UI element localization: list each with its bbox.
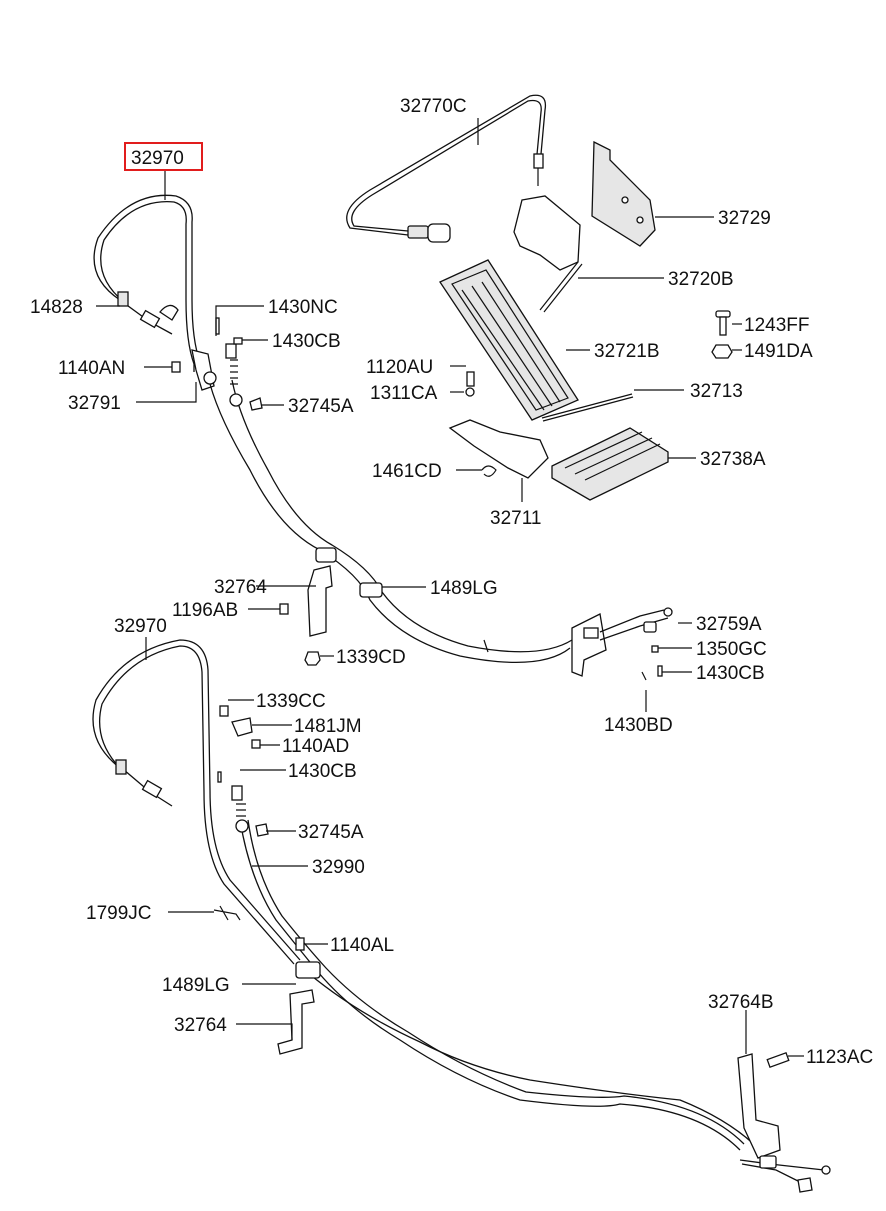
bracket-32764-lower <box>277 989 315 1055</box>
pedal-hinge-bracket-32711 <box>448 371 549 479</box>
cable-clip-upper <box>315 547 383 598</box>
rear-cable-ends <box>739 1155 831 1193</box>
pedal-pin-32713 <box>541 393 634 422</box>
label-1430BD[interactable]: 1430BD <box>604 715 673 736</box>
label-1430CB-1[interactable]: 1430CB <box>272 331 341 352</box>
label-1430CB-3[interactable]: 1430CB <box>288 761 357 782</box>
parking-brake-cable-upper-32970 <box>93 194 201 372</box>
part-labels: 32970 32770C 32729 32720B 14828 1430NC 1… <box>30 96 873 1068</box>
accelerator-pedal-pad-32721B <box>439 259 579 421</box>
label-32745A-2[interactable]: 32745A <box>298 822 364 843</box>
cable-clip-lower <box>295 961 321 979</box>
pedal-arm-32720B <box>513 195 583 313</box>
label-1140AL[interactable]: 1140AL <box>330 935 394 956</box>
equalizer-32759A <box>571 607 673 677</box>
equalizer-cable-run-upper <box>209 343 573 663</box>
bracket-32764-upper <box>307 565 333 637</box>
small-hardware-lower <box>213 705 790 1069</box>
label-32990[interactable]: 32990 <box>312 857 365 878</box>
label-14828[interactable]: 14828 <box>30 297 83 318</box>
label-1430CB-2[interactable]: 1430CB <box>696 663 765 684</box>
label-1140AN[interactable]: 1140AN <box>58 358 125 379</box>
label-1311CA[interactable]: 1311CA <box>370 383 438 404</box>
label-32729[interactable]: 32729 <box>718 208 771 229</box>
label-32970-mid[interactable]: 32970 <box>114 616 167 637</box>
label-32738A[interactable]: 32738A <box>700 449 766 470</box>
label-32764-2[interactable]: 32764 <box>174 1015 227 1036</box>
label-32970-top[interactable]: 32970 <box>131 148 184 169</box>
label-32791[interactable]: 32791 <box>68 393 121 414</box>
label-1489LG-2[interactable]: 1489LG <box>162 975 230 996</box>
equalizer-cable-run-lower <box>231 785 761 1151</box>
label-1481JM[interactable]: 1481JM <box>294 716 362 737</box>
accelerator-cable-32770C <box>346 94 547 243</box>
bracket-32764B <box>737 1053 781 1159</box>
parking-brake-cable-lower-32970 <box>92 639 301 965</box>
label-1123AC[interactable]: 1123AC <box>806 1047 873 1068</box>
label-32759A[interactable]: 32759A <box>696 614 762 635</box>
label-1430NC[interactable]: 1430NC <box>268 297 338 318</box>
pedal-bracket-32729 <box>591 140 656 247</box>
label-1350GC[interactable]: 1350GC <box>696 639 767 660</box>
label-1491DA[interactable]: 1491DA <box>744 341 813 362</box>
label-1339CC[interactable]: 1339CC <box>256 691 326 712</box>
label-1461CD[interactable]: 1461CD <box>372 461 442 482</box>
label-1120AU[interactable]: 1120AU <box>366 357 433 378</box>
label-1339CD[interactable]: 1339CD <box>336 647 406 668</box>
label-1243FF[interactable]: 1243FF <box>744 315 809 336</box>
bolt-nut-1243FF-1491DA <box>711 310 733 359</box>
leader-lines <box>96 118 804 1057</box>
label-32764-1[interactable]: 32764 <box>214 577 267 598</box>
label-32711[interactable]: 32711 <box>490 508 541 529</box>
label-1799JC[interactable]: 1799JC <box>86 903 152 924</box>
floor-rest-pad-32738A <box>551 427 669 501</box>
label-32720B[interactable]: 32720B <box>668 269 734 290</box>
label-32745A-1[interactable]: 32745A <box>288 396 354 417</box>
label-32770C[interactable]: 32770C <box>400 96 467 117</box>
label-1196AB[interactable]: 1196AB <box>172 600 238 621</box>
label-32721B[interactable]: 32721B <box>594 341 660 362</box>
selected-part-highlight <box>124 142 203 171</box>
label-1489LG-1[interactable]: 1489LG <box>430 578 498 599</box>
label-32764B[interactable]: 32764B <box>708 992 774 1013</box>
label-32713[interactable]: 32713 <box>690 381 743 402</box>
label-1140AD[interactable]: 1140AD <box>282 736 349 757</box>
